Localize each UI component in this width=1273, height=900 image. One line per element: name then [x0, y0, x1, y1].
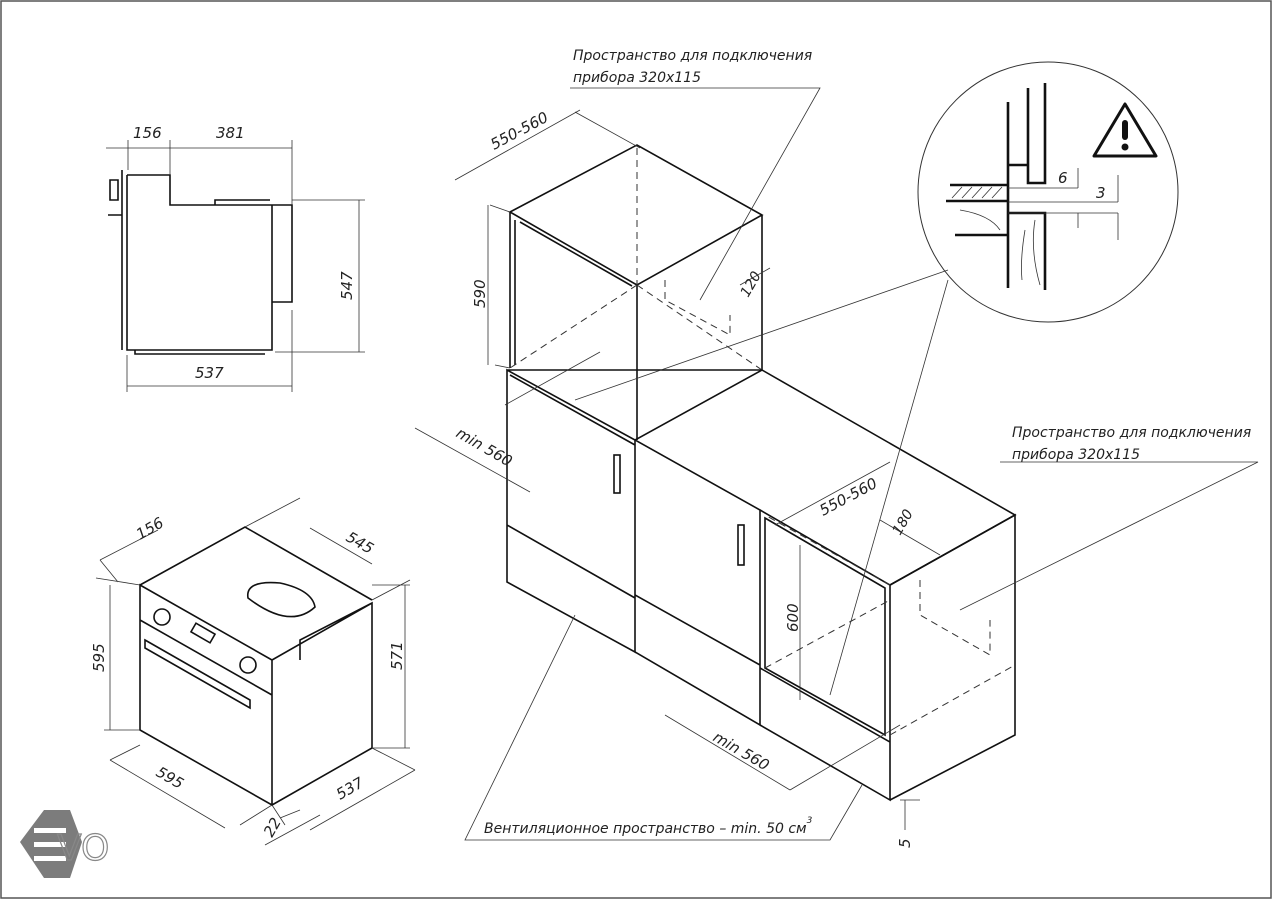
- dim-iso-body-height: 571: [388, 641, 406, 670]
- kitchen-cabinets: 550-560 590 120 min 560 550-560 180 600 …: [414, 108, 1017, 848]
- detail-gap-6: 6: [1058, 169, 1068, 187]
- dim-side-body: 381: [216, 124, 245, 142]
- oven-side-view: 156 381 547 537: [106, 124, 365, 392]
- evo-logo: VO: [20, 810, 110, 878]
- knob-left: [153, 608, 171, 626]
- dim-lower-width: min 560: [710, 728, 772, 774]
- handle-left: [613, 454, 621, 494]
- oven-iso-view: 156 545 595 571 595 537 22: [90, 497, 416, 846]
- dim-lower-offset: 180: [890, 507, 917, 538]
- dim-side-panel: 156: [133, 124, 162, 142]
- connection-label-2-line2: прибора 320x115: [1012, 447, 1140, 463]
- dim-upper-height: 590: [471, 279, 489, 308]
- dim-iso-height: 595: [90, 643, 108, 672]
- dim-side-height: 547: [338, 271, 356, 300]
- ventilation-label: Вентиляционное пространство – min. 50 см…: [484, 816, 813, 837]
- dim-upper-depth: 550-560: [487, 108, 551, 153]
- logo-text: VO: [57, 828, 109, 869]
- dim-side-depth: 537: [195, 364, 224, 382]
- connection-label-2-line1: Пространство для подключения: [1012, 425, 1251, 441]
- handle-middle: [737, 524, 745, 566]
- detail-circle: 6 3: [917, 61, 1179, 323]
- dim-iso-depth-top: 545: [343, 528, 377, 558]
- knob-right: [239, 656, 257, 674]
- dim-plinth-gap: 5: [896, 838, 914, 848]
- warning-icon: [1092, 102, 1158, 158]
- dim-iso-depth: 537: [333, 773, 367, 803]
- display: [189, 622, 217, 644]
- dim-iso-panel: 156: [133, 514, 167, 544]
- connection-label-1-line1: Пространство для подключения: [573, 48, 812, 64]
- dim-upper-width: min 560: [453, 424, 515, 470]
- dim-lower-height: 600: [784, 603, 802, 632]
- detail-gap-3: 3: [1096, 184, 1106, 202]
- connection-label-1-line2: прибора 320x115: [573, 70, 701, 86]
